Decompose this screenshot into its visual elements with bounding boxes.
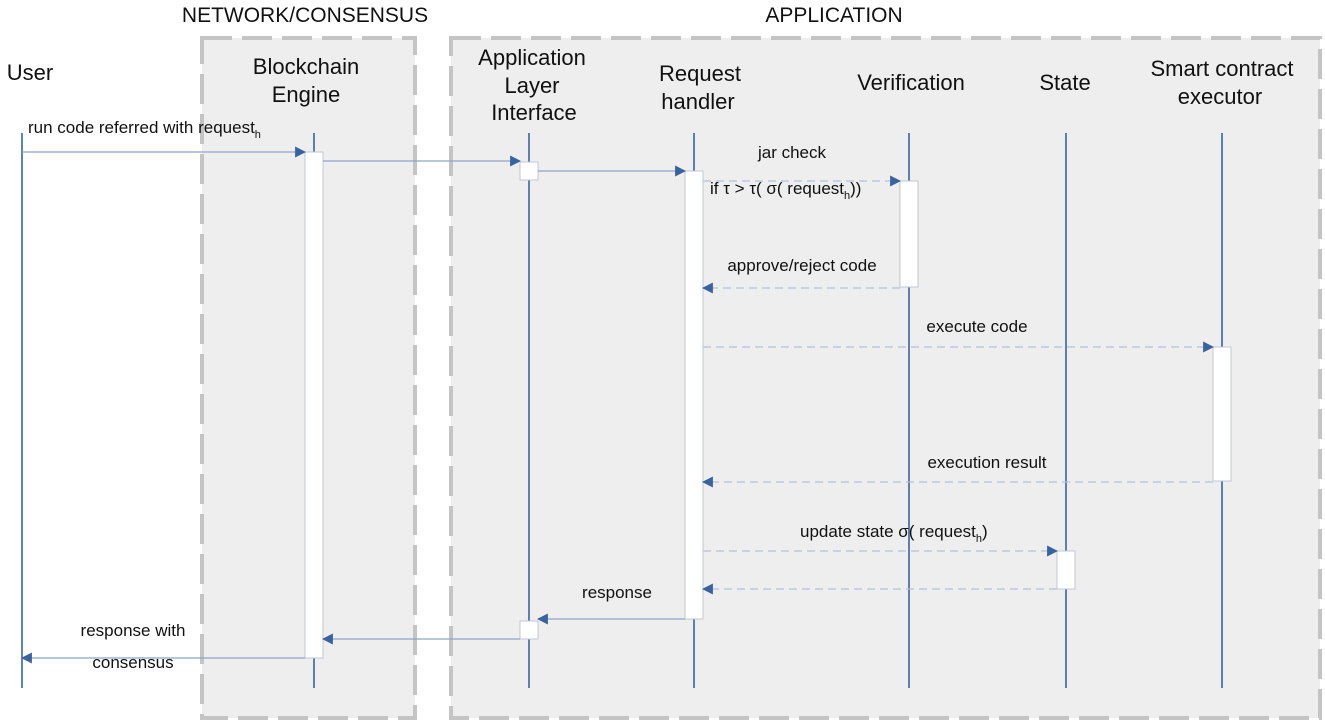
label-condition-pre: if τ > τ( σ( request [710, 179, 844, 198]
activation-verification [899, 180, 919, 288]
label-run-code: run code referred with requesth [28, 118, 261, 141]
label-execution-result: execution result [927, 453, 1046, 472]
activation-blockchain-engine [304, 151, 324, 659]
label-run-code-text: run code referred with request [28, 118, 255, 137]
application-title: APPLICATION [765, 4, 902, 27]
participant-verification: Verification [857, 70, 965, 95]
application-group [449, 36, 1322, 720]
label-condition-post: )) [850, 179, 861, 198]
label-approve-reject: approve/reject code [727, 256, 876, 275]
participant-user: User [7, 60, 53, 85]
participant-app-layer-interface-line1: Application [478, 45, 586, 70]
label-condition-subscript: h [844, 190, 850, 202]
activation-smart-contract-executor [1212, 346, 1232, 482]
participant-blockchain-engine-line2: Engine [272, 82, 341, 107]
label-response: response [582, 583, 652, 602]
participant-smart-contract-executor-line1: Smart contract [1150, 56, 1293, 81]
label-update-state-post: ) [982, 522, 988, 541]
label-update-state-text: update state σ( request [800, 522, 976, 541]
participant-state: State [1039, 70, 1090, 95]
participant-blockchain-engine-line1: Blockchain [253, 54, 359, 79]
label-jar-check: jar check [757, 143, 827, 162]
label-update-state-subscript: h [976, 533, 982, 545]
label-execute-code: execute code [926, 317, 1027, 336]
label-consensus: consensus [92, 653, 173, 672]
activation-app-layer-interface-1 [519, 161, 539, 181]
participant-smart-contract-executor-line2: executor [1178, 84, 1262, 109]
participant-request-handler-line1: Request [659, 61, 741, 86]
label-run-code-subscript: h [255, 129, 261, 141]
label-response-with: response with [81, 621, 186, 640]
participant-app-layer-interface-line3: Interface [491, 100, 577, 125]
participant-app-layer-interface-line2: Layer [504, 73, 559, 98]
participant-request-handler-line2: handler [661, 89, 734, 114]
label-condition: if τ > τ( σ( requesth)) [710, 179, 861, 202]
activation-state [1056, 550, 1076, 590]
network-consensus-title: NETWORK/CONSENSUS [182, 4, 428, 27]
label-update-state: update state σ( requesth) [800, 522, 988, 545]
activation-request-handler [684, 170, 704, 620]
activation-app-layer-interface-2 [519, 620, 539, 640]
